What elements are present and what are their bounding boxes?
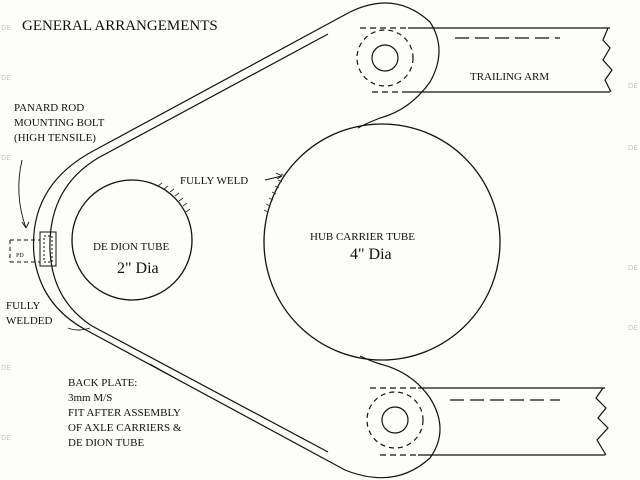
fully-weld-label: FULLY WELD — [180, 175, 248, 187]
de-dion-size-label: 2" Dia — [117, 260, 159, 277]
scan-edge-marks: DE DE DE DE DE DE DE DE DE — [1, 24, 638, 442]
de-dion-tube-label: DE DION TUBE — [93, 241, 169, 253]
back-plate-label-line1: BACK PLATE: — [68, 377, 137, 389]
trailing-arm-label: TRAILING ARM — [470, 71, 549, 83]
back-plate-label-line3: FIT AFTER ASSEMBLY — [68, 407, 181, 419]
hub-carrier-size-label: 4" Dia — [350, 246, 392, 263]
svg-text:DE: DE — [628, 324, 638, 332]
svg-text:DE: DE — [628, 264, 638, 272]
page-title: GENERAL ARRANGEMENTS — [22, 18, 218, 34]
leader-lines — [18, 159, 283, 383]
plate-outline — [32, 11, 351, 471]
back-plate-label-line2: 3mm M/S — [68, 392, 112, 404]
svg-text:DE: DE — [628, 82, 638, 90]
de-dion-tube — [71, 179, 193, 301]
svg-text:DE: DE — [628, 144, 638, 152]
hub-carrier-tube-label: HUB CARRIER TUBE — [310, 231, 415, 243]
svg-text:DE: DE — [1, 24, 11, 32]
fully-welded-label-line1: FULLY — [6, 300, 40, 312]
svg-text:DE: DE — [1, 364, 11, 372]
hub-carrier-tube — [263, 123, 501, 361]
lower-trailing-arm-lug — [344, 355, 609, 479]
weld-marks — [157, 173, 286, 213]
fully-welded-label-line2: WELDED — [6, 315, 52, 327]
panard-rod-label-line3: (HIGH TENSILE) — [14, 132, 96, 144]
svg-text:DE: DE — [1, 434, 11, 442]
svg-text:DE: DE — [1, 154, 11, 162]
back-plate-label-line4: OF AXLE CARRIERS & — [68, 422, 182, 434]
svg-text:DE: DE — [1, 74, 11, 82]
back-plate-label-line5: DE DION TUBE — [68, 437, 144, 449]
bolt-tag: PD — [16, 253, 24, 259]
upper-trailing-arm-lug — [349, 2, 613, 129]
panard-rod-label-line2: MOUNTING BOLT — [14, 117, 105, 129]
panard-rod-label-line1: PANARD ROD — [14, 102, 84, 114]
panard-rod-bolt — [9, 231, 57, 267]
